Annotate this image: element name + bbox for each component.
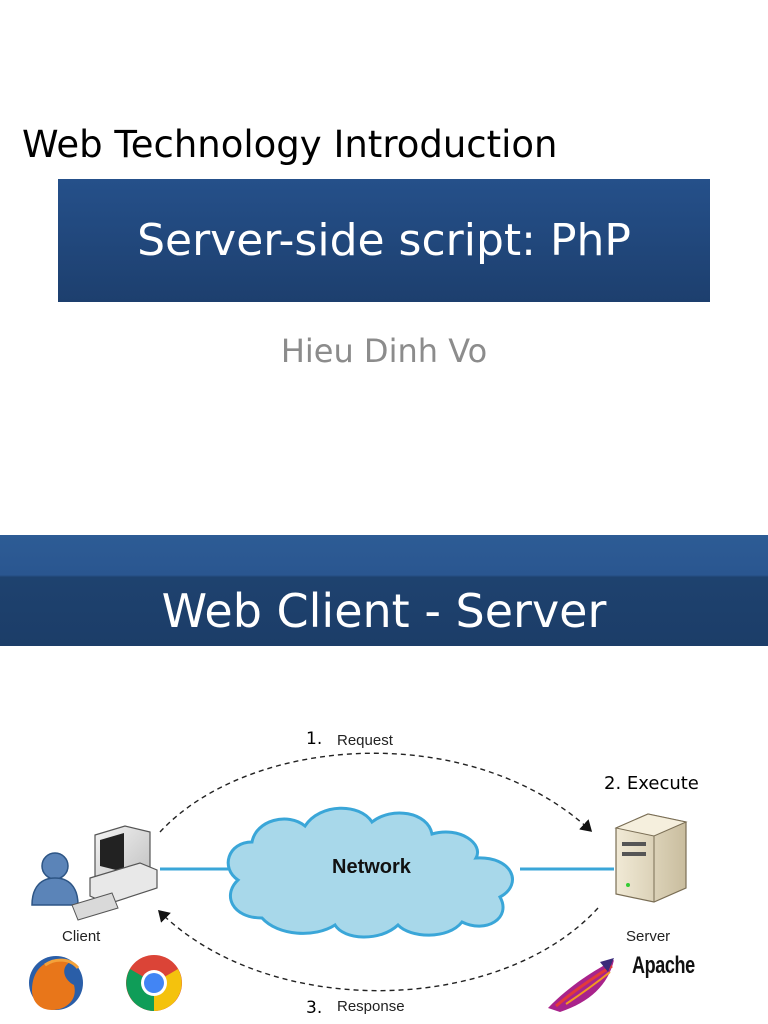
response-label: Response xyxy=(337,998,405,1015)
response-arrow xyxy=(157,907,599,992)
step3-number: 3. xyxy=(306,998,323,1018)
server-icon xyxy=(614,813,688,903)
firefox-icon xyxy=(29,956,83,1010)
cloud-icon xyxy=(226,806,514,939)
section-banner xyxy=(0,535,768,646)
execute-label: 2. Execute xyxy=(604,773,699,794)
chrome-icon xyxy=(126,955,182,1011)
apache-label: Apache xyxy=(632,952,695,979)
client-server-diagram xyxy=(29,752,688,1012)
course-title: Web Technology Introduction xyxy=(22,123,558,166)
slide-title: Server-side script: PhP xyxy=(137,215,631,266)
client-label: Client xyxy=(62,928,101,945)
request-arrow xyxy=(159,752,593,833)
apache-feather-icon xyxy=(548,958,614,1012)
step1-number: 1. xyxy=(306,729,323,749)
title-banner: Server-side script: PhP xyxy=(58,179,710,302)
request-label: Request xyxy=(337,732,393,749)
section-title: Web Client - Server xyxy=(161,584,607,638)
network-label: Network xyxy=(332,856,411,878)
user-icon xyxy=(31,852,79,906)
server-label: Server xyxy=(626,928,671,945)
computer-icon xyxy=(71,825,158,921)
author-name: Hieu Dinh Vo xyxy=(280,332,488,370)
